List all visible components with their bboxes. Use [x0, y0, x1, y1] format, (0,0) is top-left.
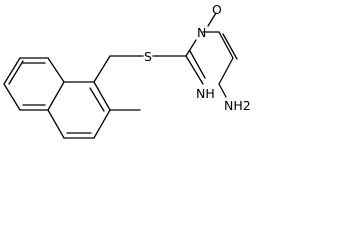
- molecule-diagram: O N S NH NH2: [3, 2, 251, 139]
- atom-label-ring-nitrogen: N: [197, 25, 206, 40]
- atom-label-ring-nh: NH: [196, 86, 215, 101]
- bond: [93, 81, 111, 111]
- bond: [3, 83, 21, 111]
- structure-drawing: O N S NH NH2: [3, 2, 251, 139]
- bond: [93, 55, 111, 83]
- bond: [222, 33, 238, 60]
- bond: [218, 83, 227, 98]
- atom-label-amine: NH2: [224, 98, 251, 113]
- atom-label-oxygen: O: [212, 2, 222, 17]
- bond: [47, 109, 65, 139]
- bond: [218, 31, 234, 59]
- bond: [218, 57, 234, 85]
- bond: [93, 109, 111, 139]
- bond: [207, 12, 217, 27]
- bond: [89, 87, 105, 112]
- bond: [47, 81, 65, 111]
- bond: [3, 57, 21, 85]
- bond: [185, 39, 197, 57]
- atom-label-sulfur: S: [144, 49, 152, 64]
- bond: [47, 57, 65, 83]
- bond: [185, 55, 204, 85]
- bond: [189, 50, 206, 79]
- bond: [8, 60, 24, 85]
